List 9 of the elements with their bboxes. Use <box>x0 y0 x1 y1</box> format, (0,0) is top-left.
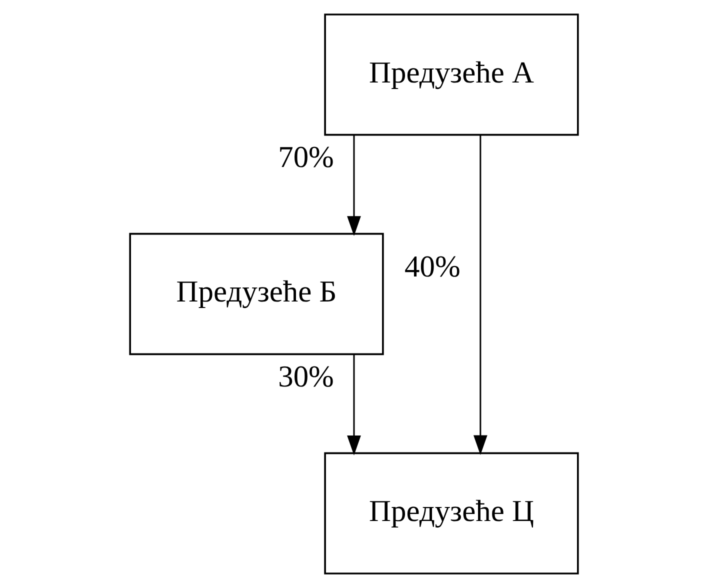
arrow <box>347 354 361 456</box>
arrow <box>473 135 488 456</box>
edge-label: 70% <box>278 140 334 174</box>
node-box: Предузеће Ц <box>324 452 579 574</box>
node-box: Предузеће Б <box>129 232 384 356</box>
arrow <box>347 135 361 236</box>
edge-label: 40% <box>404 249 460 284</box>
edge-label: 30% <box>278 359 334 394</box>
node-box: Предузеће А <box>324 14 579 136</box>
